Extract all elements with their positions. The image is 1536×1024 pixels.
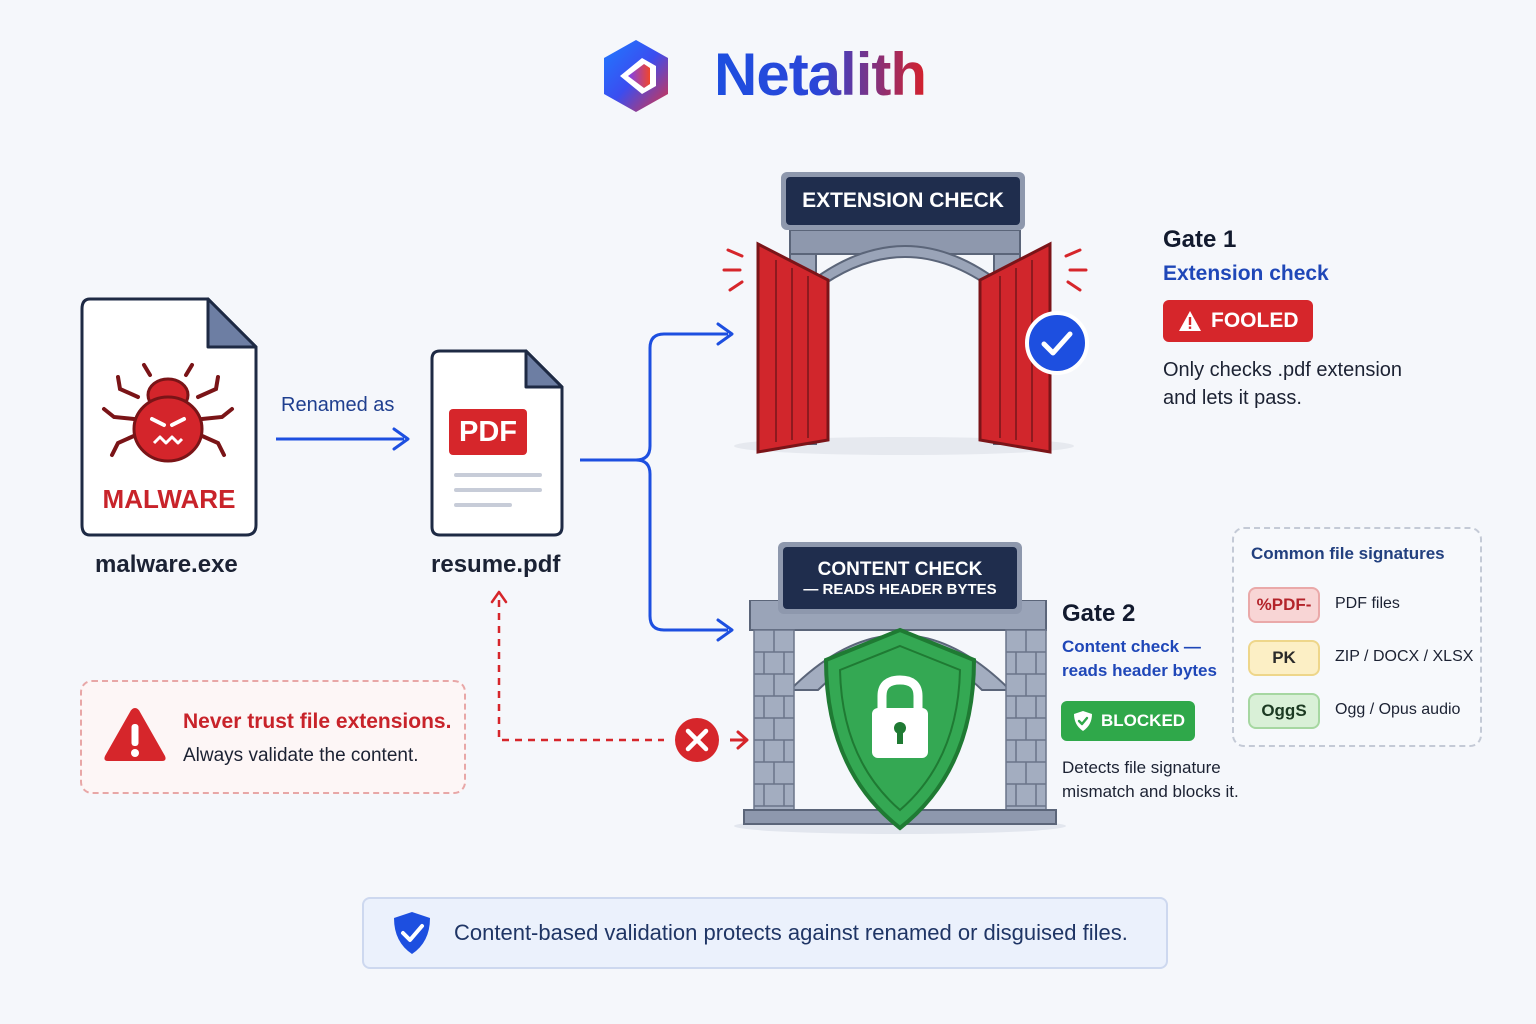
gate2-subtitle-line1: Content check —	[1062, 637, 1201, 656]
gate1-description: Only checks .pdf extension and lets it p…	[1163, 356, 1402, 412]
signature-tag-ogg: OggS	[1248, 693, 1320, 729]
rename-label: Renamed as	[281, 394, 395, 416]
signature-label-zip: ZIP / DOCX / XLSX	[1335, 648, 1474, 665]
gate2-plate-inner: CONTENT CHECK — READS HEADER BYTES	[783, 547, 1017, 609]
gate2-plate-line2: — READS HEADER BYTES	[803, 580, 997, 598]
summary-banner: Content-based validation protects agains…	[362, 897, 1168, 969]
blocked-return-path	[490, 590, 749, 750]
blocked-x-icon	[675, 718, 719, 762]
gate2-plate-line1: CONTENT CHECK	[817, 558, 983, 580]
rename-arrow	[276, 427, 410, 451]
signature-tag-zip: PK	[1248, 640, 1320, 676]
warning-triangle-icon	[104, 708, 166, 761]
gate2-plate: CONTENT CHECK — READS HEADER BYTES	[778, 542, 1022, 614]
warning-triangle-icon	[1179, 311, 1201, 331]
source-file-name: malware.exe	[95, 551, 238, 578]
renamed-file-name: resume.pdf	[431, 551, 561, 578]
fooled-badge: FOOLED	[1163, 300, 1313, 342]
blocked-badge: BLOCKED	[1061, 701, 1195, 741]
gate2-description: Detects file signature mismatch and bloc…	[1062, 756, 1239, 804]
shield-check-icon	[394, 912, 430, 954]
gate1-desc-line2: and lets it pass.	[1163, 387, 1302, 409]
gate1-plate: EXTENSION CHECK	[781, 172, 1025, 230]
pdf-badge: PDF	[449, 409, 527, 455]
gate1-subtitle: Extension check	[1163, 262, 1329, 285]
brand-name: Netalith	[714, 41, 927, 108]
warning-body: Always validate the content.	[183, 745, 419, 766]
signature-tag-pdf: %PDF-	[1248, 587, 1320, 623]
gate2-shield-gate-illustration	[734, 600, 1066, 834]
gate2-subtitle: Content check — reads header bytes	[1062, 635, 1217, 683]
warning-headline: Never trust file extensions.	[183, 710, 452, 733]
gate1-open-door-illustration	[722, 230, 1088, 455]
signature-label-ogg: Ogg / Opus audio	[1335, 701, 1461, 718]
gate2-desc-line2: mismatch and blocks it.	[1062, 781, 1239, 801]
summary-text: Content-based validation protects agains…	[454, 920, 1128, 945]
malware-label: MALWARE	[102, 484, 236, 514]
gate1-desc-line1: Only checks .pdf extension	[1163, 359, 1403, 381]
signatures-title: Common file signatures	[1251, 544, 1445, 563]
shield-check-icon	[1074, 711, 1092, 731]
signature-label-pdf: PDF files	[1335, 595, 1400, 612]
gate2-desc-line1: Detects file signature	[1062, 758, 1221, 777]
malware-file-icon	[80, 297, 258, 537]
gate2-title: Gate 2	[1062, 600, 1136, 627]
branch-arrows	[580, 322, 734, 642]
netalith-logo-icon	[604, 40, 668, 112]
gate1-title: Gate 1	[1163, 226, 1237, 253]
gate1-plate-label: EXTENSION CHECK	[786, 177, 1020, 225]
blocked-label: BLOCKED	[1101, 711, 1186, 730]
fooled-label: FOOLED	[1211, 309, 1299, 332]
gate2-subtitle-line2: reads header bytes	[1062, 660, 1217, 680]
gate1-check-icon	[1025, 311, 1089, 375]
